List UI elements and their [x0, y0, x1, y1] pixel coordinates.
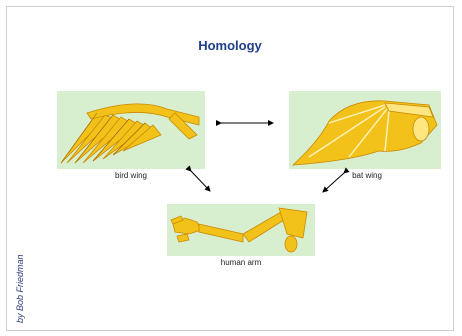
author-credit: by Bob Friedman: [7, 243, 23, 323]
bat-human-arrow: [323, 173, 344, 192]
author-credit-text: by Bob Friedman: [15, 254, 25, 323]
bird-human-arrow: [191, 171, 210, 191]
arrows-layer: [7, 7, 453, 330]
slide: Homology bird wing: [6, 6, 454, 331]
